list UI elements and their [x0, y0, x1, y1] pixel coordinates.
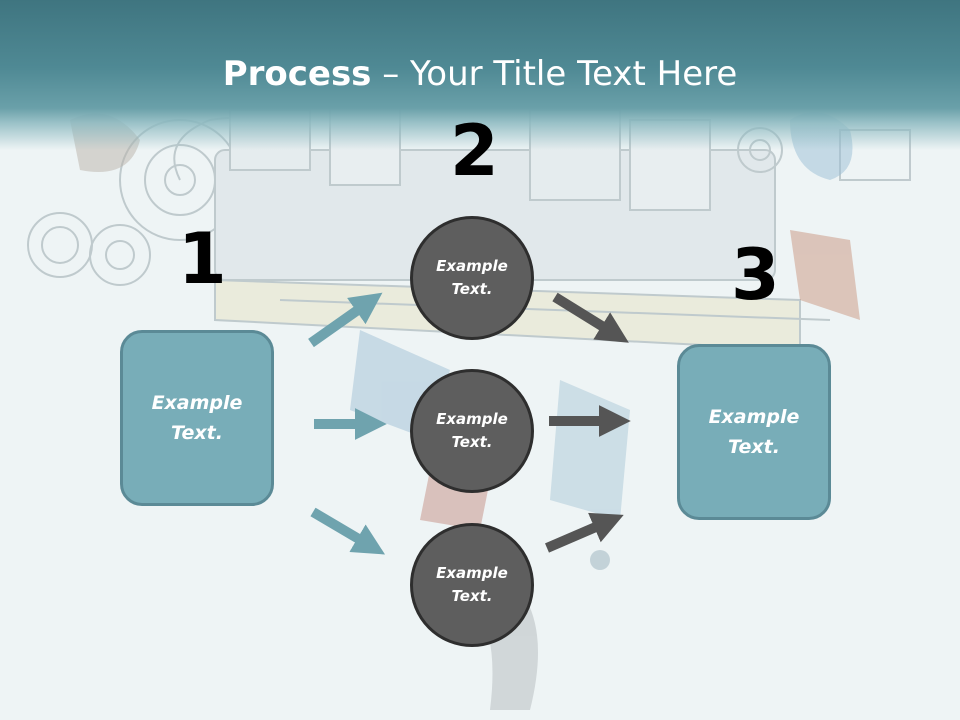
- arrow-circle3-to-box3: [545, 512, 624, 553]
- circle-3-line2: Text.: [451, 587, 493, 605]
- arrow-box1-to-circle1: [308, 292, 383, 348]
- step-1-box: Example Text.: [120, 330, 274, 506]
- slide-title: Process – Your Title Text Here: [0, 52, 960, 96]
- arrow-box1-to-circle3: [310, 507, 386, 555]
- step-3-box-line1: Example: [708, 406, 800, 428]
- circle-2-line1: Example: [436, 410, 508, 428]
- step-2-circle-middle: Example Text.: [410, 369, 534, 493]
- step-1-box-line2: Text.: [171, 422, 223, 444]
- step-3-box: Example Text.: [677, 344, 831, 520]
- title-bold: Process: [222, 54, 372, 94]
- step-number-3: 3: [731, 234, 780, 316]
- circle-1-line1: Example: [436, 257, 508, 275]
- title-rest: – Your Title Text Here: [371, 54, 738, 94]
- step-2-circle-bottom: Example Text.: [410, 523, 534, 647]
- step-number-2: 2: [450, 110, 499, 192]
- title-band: [0, 0, 960, 150]
- step-3-box-line2: Text.: [728, 436, 780, 458]
- circle-1-line2: Text.: [451, 280, 493, 298]
- circle-2-line2: Text.: [451, 433, 493, 451]
- circle-3-line1: Example: [436, 564, 508, 582]
- step-2-circle-top: Example Text.: [410, 216, 534, 340]
- arrow-circle1-to-box3: [552, 292, 629, 343]
- step-number-1: 1: [178, 218, 227, 300]
- step-1-box-line1: Example: [151, 392, 243, 414]
